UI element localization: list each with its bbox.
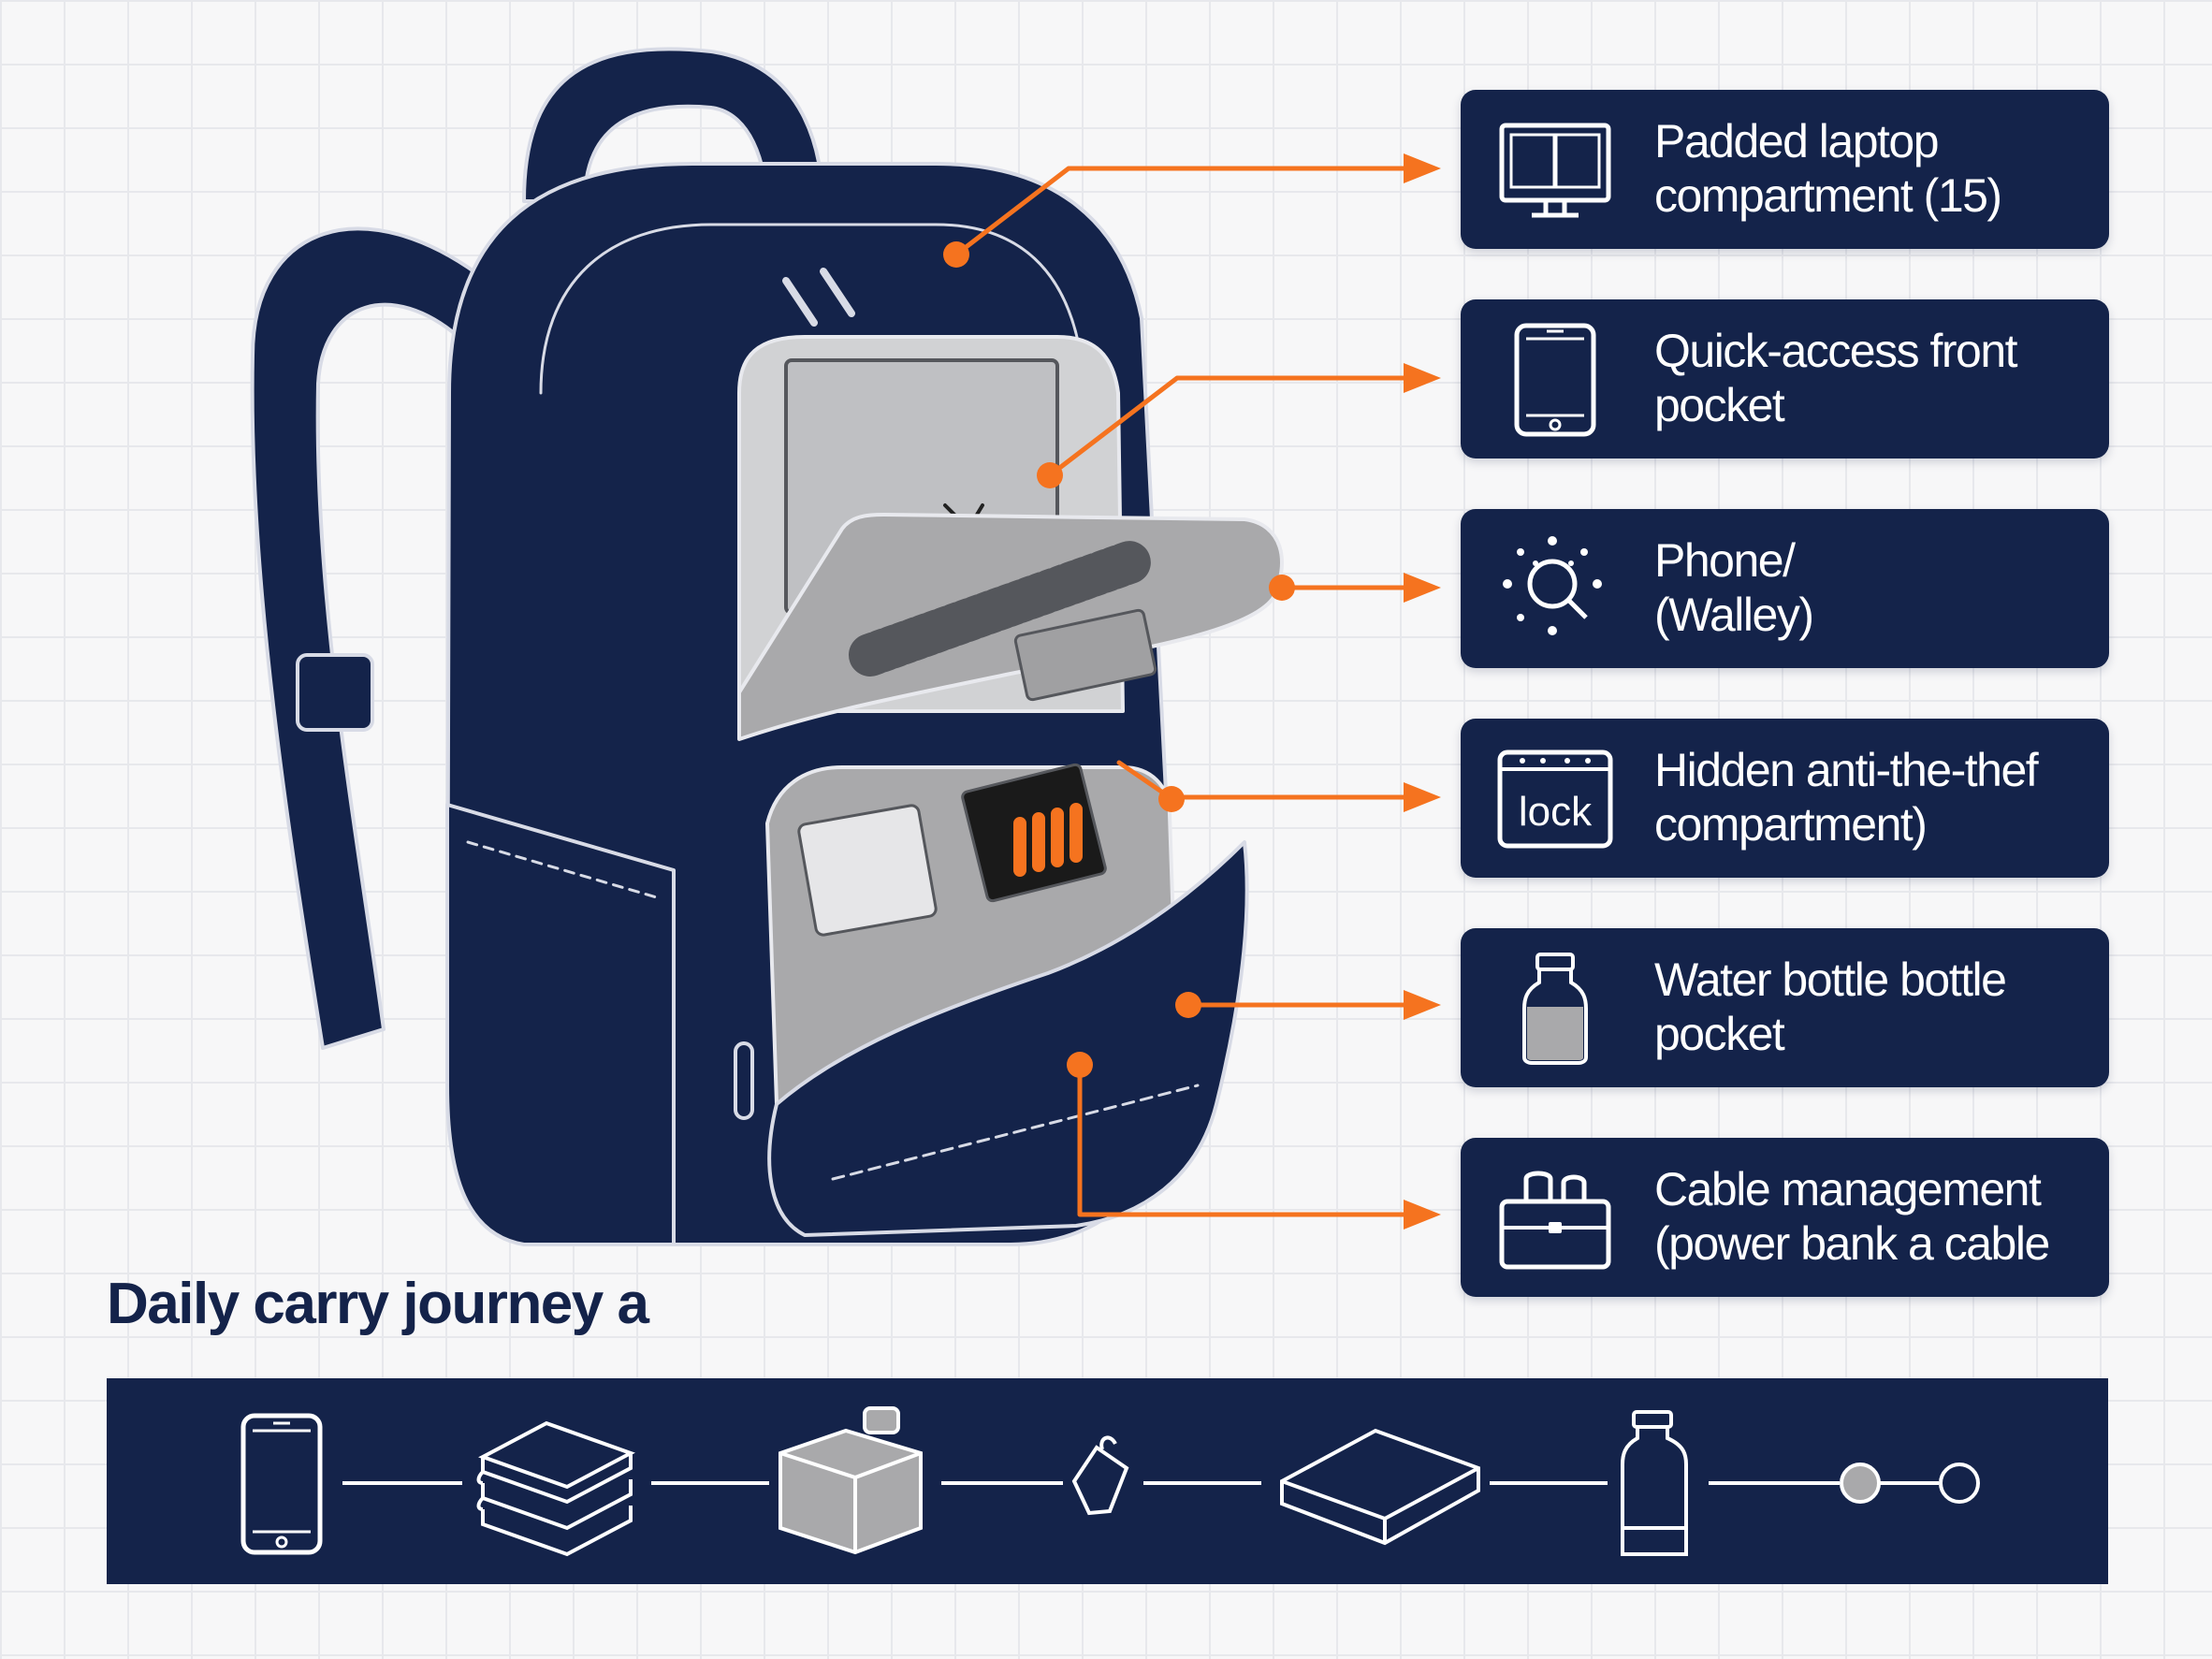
- leader-arrow-1: [1404, 153, 1441, 183]
- trackpad: [1013, 608, 1157, 702]
- callout-dot-2: [1037, 462, 1063, 488]
- phone-icon: [1514, 323, 1596, 437]
- leader-line-1: [953, 166, 1411, 257]
- cup-icon: [1071, 1435, 1129, 1516]
- leader-line-2: [1047, 375, 1411, 478]
- bottle-icon: [1621, 1410, 1688, 1556]
- laptop-monitor-icon: [1499, 123, 1611, 218]
- callout-dot-4: [1158, 786, 1185, 812]
- zipper-pull: [782, 268, 855, 327]
- callout-dot-3: [1269, 575, 1295, 601]
- leader-arrow-6: [1404, 1200, 1441, 1230]
- feature-label: Cable management(power bank a cable: [1654, 1163, 2050, 1270]
- phone-icon: [240, 1413, 323, 1555]
- leader-line-6: [1077, 1062, 1411, 1217]
- pens: [1013, 803, 1083, 877]
- journey-strip: [107, 1378, 2108, 1584]
- leader-arrow-2: [1404, 363, 1441, 393]
- callout-dot-5: [1175, 992, 1201, 1018]
- power-bank-icon: [779, 1406, 923, 1555]
- leader-arrow-3: [1404, 573, 1441, 603]
- feature-card-phone-wallet: Phone/(Walley): [1461, 509, 2109, 668]
- shoulder-strap: [250, 226, 488, 1050]
- leader-arrow-5: [1404, 990, 1441, 1020]
- feature-label: Phone/(Walley): [1654, 534, 1814, 641]
- feature-card-cable-management: Cable management(power bank a cable: [1461, 1138, 2109, 1297]
- journey-heading: Daily carry journey a: [107, 1272, 649, 1336]
- empty-dot-icon: [1939, 1463, 1980, 1504]
- lock-calendar-icon: lock: [1497, 749, 1613, 849]
- sparkle-ring-icon: [1503, 536, 1602, 635]
- water-bottle-icon: [1522, 953, 1588, 1065]
- callout-dot-6: [1067, 1052, 1093, 1078]
- leader-arrow-4: [1404, 782, 1441, 812]
- pouch-icon: [1280, 1428, 1480, 1546]
- briefcase-icon: [1499, 1171, 1611, 1270]
- filled-dot-icon: [1840, 1463, 1881, 1504]
- body-seam: [539, 223, 1083, 395]
- svg-text:lock: lock: [1519, 789, 1593, 835]
- side-zipper: [734, 1041, 754, 1120]
- callout-dot-1: [943, 241, 969, 268]
- side-pocket: [445, 803, 676, 1246]
- stacked-notebooks-icon: [476, 1420, 635, 1557]
- notebook-slot: [797, 804, 938, 937]
- strap-buckle: [296, 653, 374, 732]
- front-pocket-flap: [767, 840, 1249, 1237]
